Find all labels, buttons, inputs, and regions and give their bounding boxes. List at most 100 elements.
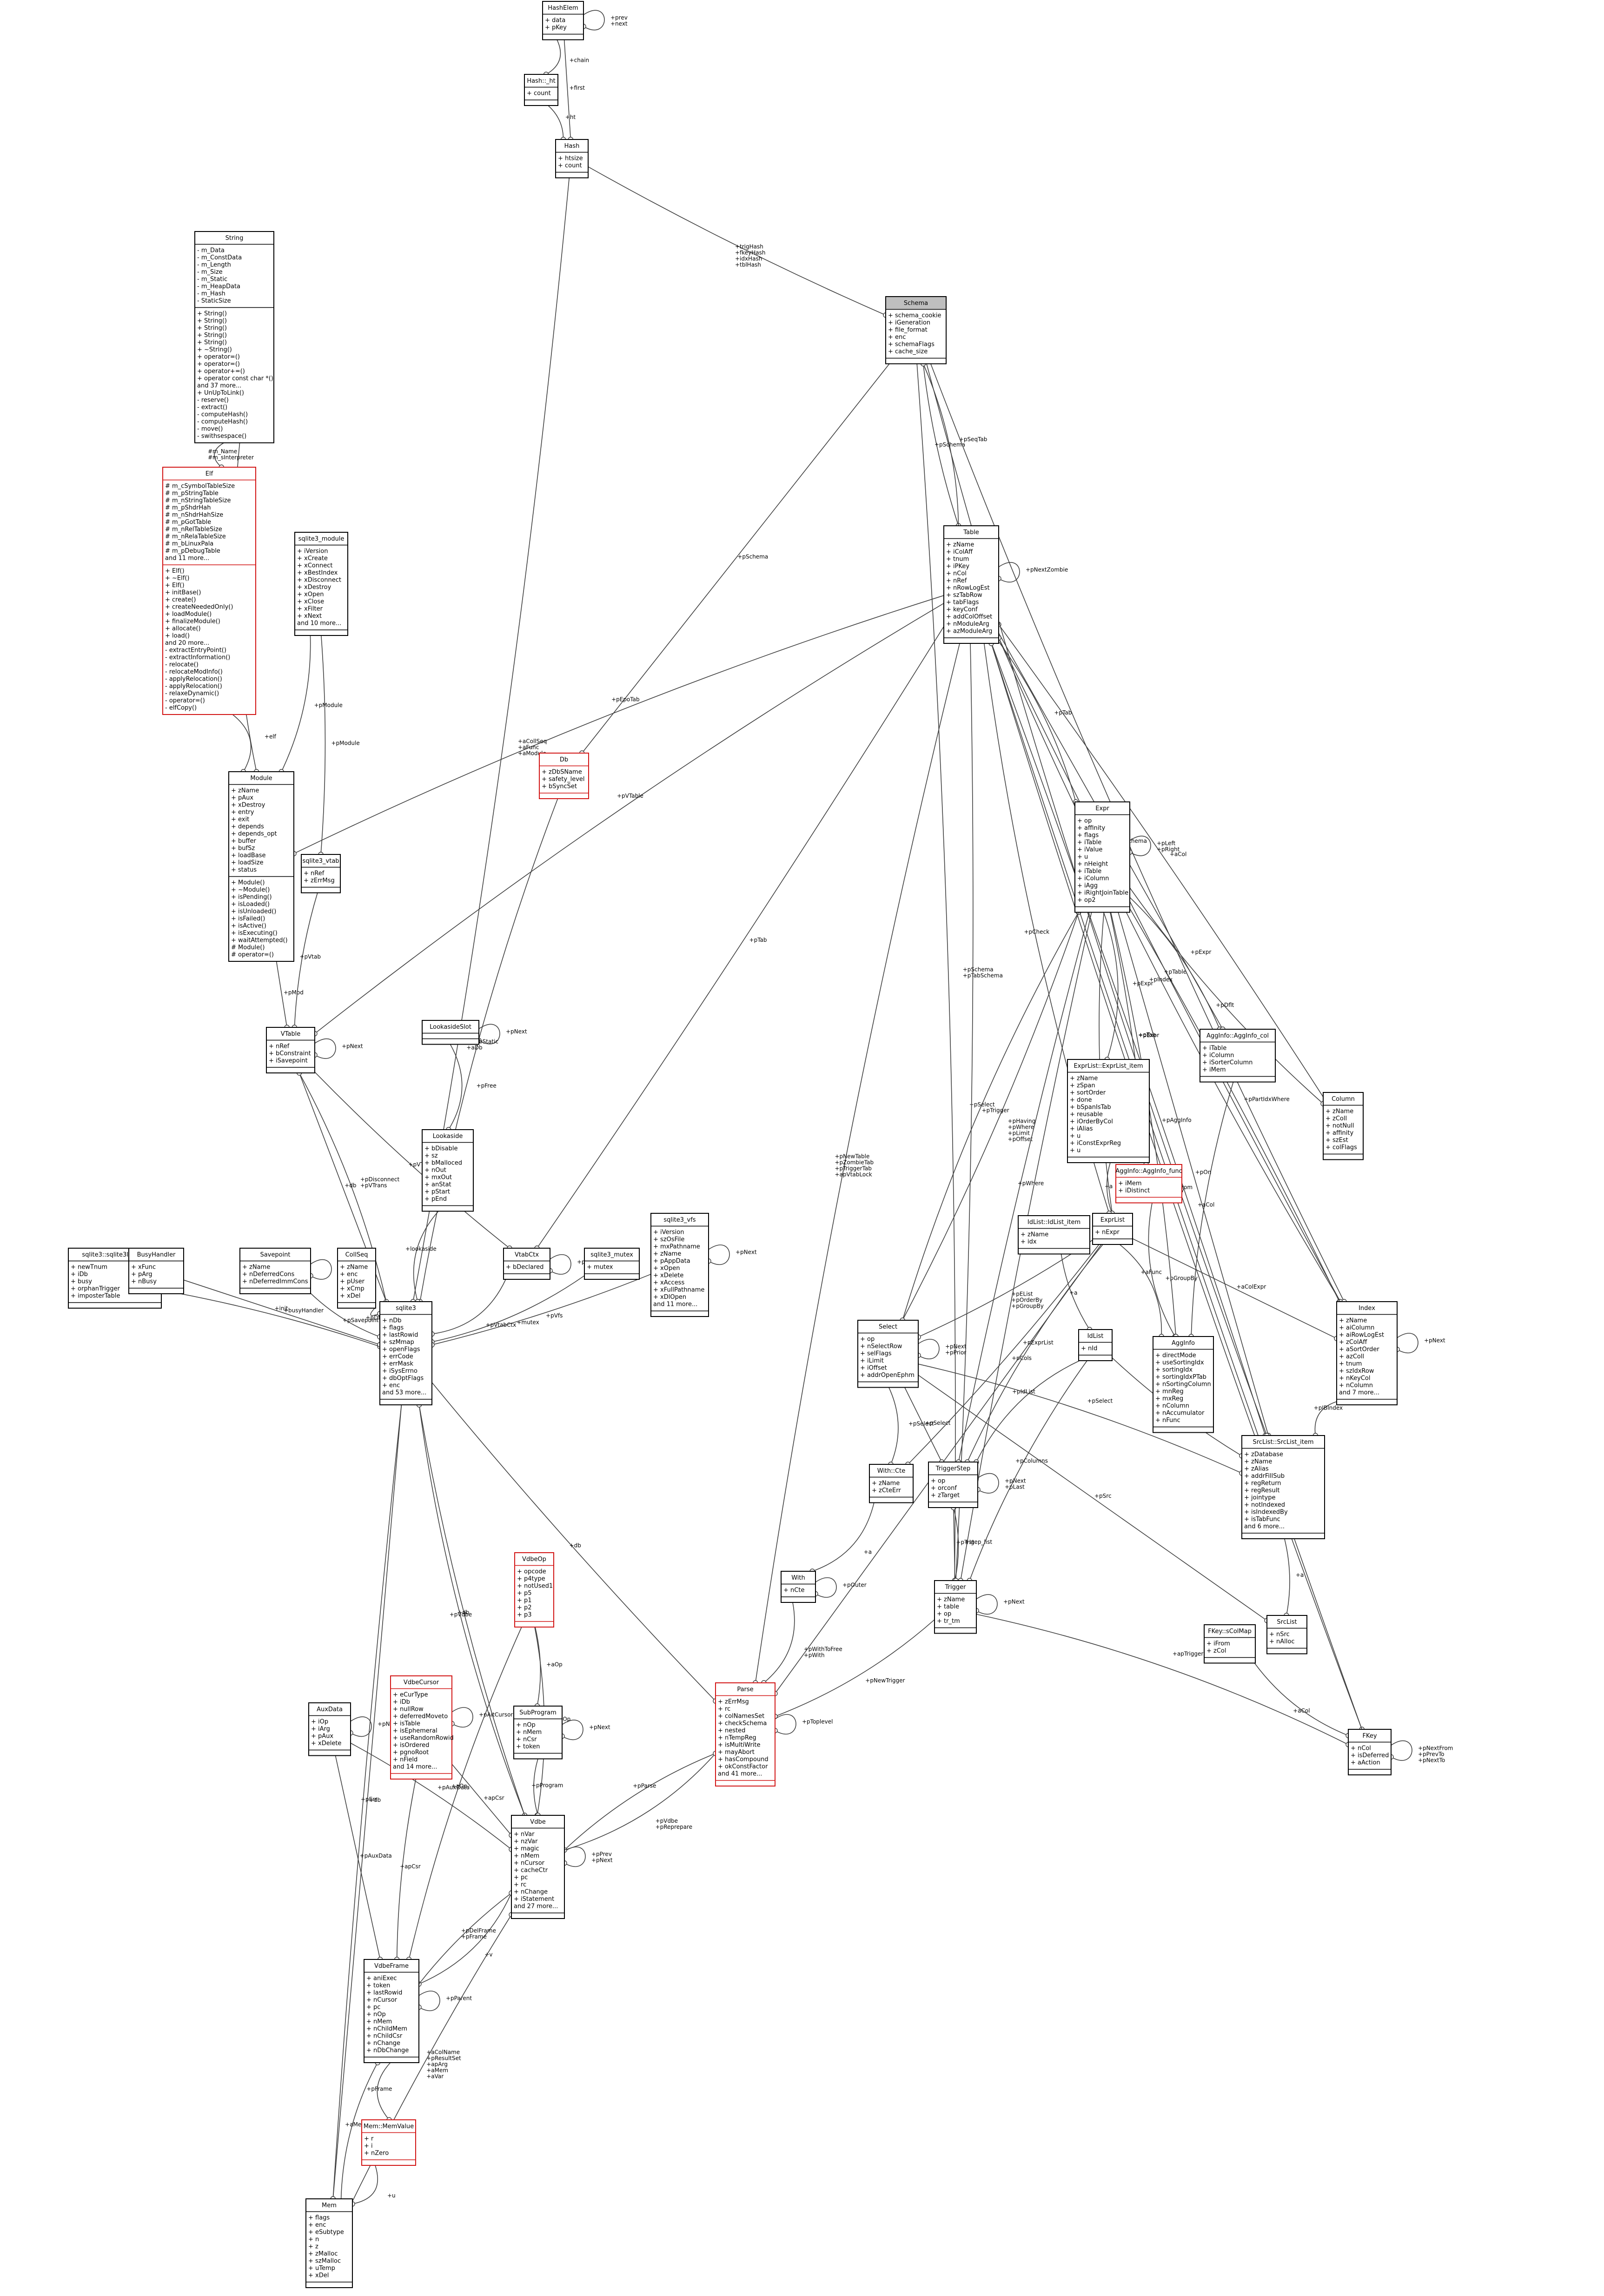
class-attribute: + xFilter	[297, 606, 323, 613]
class-attribute: + pc	[366, 2004, 380, 2011]
class-node-sqlite3-mutex[interactable]: sqlite3_mutex+ mutex	[584, 1248, 640, 1280]
class-attribute: + xFunc	[131, 1264, 156, 1271]
class-node-index[interactable]: Index+ zName+ aiColumn+ aiRowLogEst+ zCo…	[1336, 1301, 1398, 1405]
class-node-srclist-item[interactable]: SrcList::SrcList_item+ zDatabase+ zName+…	[1241, 1435, 1325, 1539]
class-method: - computeHash()	[197, 418, 248, 425]
class-attribute: and 11 more...	[653, 1301, 697, 1308]
class-attribute: + notIndexed	[1244, 1502, 1285, 1509]
class-node-trigger[interactable]: Trigger+ zName+ table+ op+ tr_tm	[934, 1580, 977, 1634]
class-node-sqlite3-module[interactable]: sqlite3_module+ iVersion+ xCreate+ xConn…	[294, 532, 348, 636]
edge-label: #m_sInterpreter	[208, 454, 254, 461]
edge-label: +pWith	[804, 1652, 825, 1659]
edge-label: +pOuter	[842, 1581, 867, 1588]
class-node-elf[interactable]: Elf# m_cSymbolTableSize# m_pStringTable#…	[162, 467, 256, 715]
class-node-hashelem[interactable]: HashElem+ data+ pKey	[542, 1, 584, 40]
class-node-fkey[interactable]: FKey+ nCol+ isDeferred+ aAction	[1348, 1729, 1392, 1775]
class-node-hash-ht[interactable]: Hash::_ht+ count	[524, 74, 558, 106]
class-attribute: + iTable	[1202, 1045, 1226, 1052]
class-node-idlist-item[interactable]: IdList::IdList_item+ zName+ idx	[1018, 1215, 1090, 1255]
class-attribute: + table	[937, 1603, 959, 1610]
class-node-vdbeop[interactable]: VdbeOp+ opcode+ p4type+ notUsed1+ p5+ p1…	[514, 1552, 554, 1628]
edge-label: +pLimit	[1008, 1130, 1030, 1137]
class-node-vdbe[interactable]: Vdbe+ nVar+ nzVar+ magic+ nMem+ nCursor+…	[511, 1815, 565, 1919]
class-attribute: + busy	[71, 1278, 92, 1285]
class-node-sqlite3-vfs[interactable]: sqlite3_vfs+ iVersion+ szOsFile+ mxPathn…	[650, 1213, 709, 1317]
class-node-savepoint[interactable]: Savepoint+ zName+ nDeferredCons+ nDeferr…	[239, 1248, 311, 1294]
class-node-vtable[interactable]: VTable+ nRef+ bConstraint+ iSavepoint	[266, 1027, 315, 1073]
edge-label: +aCol	[1170, 851, 1186, 857]
class-attribute: + orconf	[931, 1485, 957, 1492]
class-attribute: + nzVar	[514, 1838, 538, 1845]
class-attribute: + openFlags	[382, 1346, 420, 1353]
class-node-srclist[interactable]: SrcList+ nSrc+ nAlloc	[1266, 1615, 1307, 1654]
class-node-exprlist[interactable]: ExprList+ nExpr	[1092, 1213, 1133, 1245]
class-attribute: + iStatement	[514, 1896, 554, 1903]
class-node-agginfo-col[interactable]: AggInfo::AggInfo_col+ iTable+ iColumn+ i…	[1200, 1029, 1276, 1083]
class-attribute: + iMem	[1202, 1066, 1226, 1073]
class-node-vtabctx[interactable]: VtabCtx+ bDeclared	[503, 1248, 550, 1280]
class-attribute: + nested	[718, 1727, 745, 1734]
class-attribute: + exit	[231, 816, 249, 823]
edge-label: +pTable	[1164, 968, 1186, 975]
edge-label: +idxHash	[735, 255, 762, 262]
class-node-vdbecursor[interactable]: VdbeCursor+ eCurType+ iDb+ nullRow+ defe…	[390, 1675, 454, 1780]
collaboration-edge: +pTrig	[951, 1505, 974, 1581]
class-method: + create()	[165, 596, 196, 603]
class-attribute: + safety_level	[542, 776, 585, 783]
class-node-auxdata[interactable]: AuxData+ iOp+ iArg+ pAux+ xDelete	[308, 1702, 351, 1756]
class-node-memvalue[interactable]: Mem::MemValue+ r+ i+ nZero	[361, 2119, 416, 2166]
collaboration-edge: +pNext+pLast	[975, 1473, 1026, 1494]
class-node-lookaside[interactable]: Lookaside+ bDisable+ sz+ bMalloced+ nOut…	[422, 1129, 474, 1212]
class-attribute: + xCmp	[340, 1285, 365, 1292]
class-node-with[interactable]: With+ nCte	[781, 1571, 816, 1603]
edge-label: +elf	[265, 733, 277, 740]
class-method: + Module()	[231, 880, 265, 887]
class-attribute: + aiColumn	[1339, 1324, 1374, 1331]
class-attribute: + enc	[308, 2222, 326, 2229]
class-attribute: + eSubtype	[308, 2229, 344, 2236]
class-method: - relocate()	[165, 662, 199, 668]
class-node-collseq[interactable]: CollSeq+ zName+ enc+ pUser+ xCmp+ xDel	[337, 1248, 376, 1309]
class-node-db[interactable]: Db+ zDbSName+ safety_level+ bSyncSet	[539, 753, 589, 799]
class-node-sqlite3-vtab[interactable]: sqlite3_vtab+ nRef+ zErrMsg	[301, 854, 341, 893]
class-node-sqlite3[interactable]: sqlite3+ nDb+ flags+ lastRowid+ szMmap+ …	[379, 1301, 432, 1405]
class-node-column[interactable]: Column+ zName+ zColl+ notNull+ affinity+…	[1323, 1092, 1364, 1160]
class-attribute: + iConstExprReg	[1070, 1140, 1121, 1147]
class-node-expr[interactable]: Expr+ op+ affinity+ flags+ iTable+ iValu…	[1074, 801, 1130, 913]
class-attribute: - m_ConstData	[197, 254, 242, 261]
class-node-idlist[interactable]: IdList+ nId	[1078, 1329, 1113, 1361]
class-attribute: + nChildCsr	[366, 2033, 403, 2040]
class-node-triggerstep[interactable]: TriggerStep+ op+ orconf+ zTarget	[928, 1462, 978, 1508]
class-node-vdbeframe[interactable]: VdbeFrame+ aniExec+ token+ lastRowid+ nC…	[364, 1959, 419, 2063]
class-method: and 20 more...	[165, 640, 209, 647]
class-node-hash[interactable]: Hash+ htsize+ count	[555, 139, 589, 179]
class-attribute: + p3	[517, 1612, 532, 1619]
class-node-select[interactable]: Select+ op+ nSelectRow+ selFlags+ iLimit…	[857, 1320, 919, 1388]
class-node-schema[interactable]: Schema+ schema_cookie+ iGeneration+ file…	[885, 296, 947, 364]
class-node-string[interactable]: String- m_Data- m_ConstData- m_Length- m…	[194, 231, 274, 443]
class-attribute: + pKey	[545, 24, 567, 31]
edge-label: +db	[345, 1182, 356, 1189]
class-node-table[interactable]: Table+ zName+ iColAff+ tnum+ iPKey+ nCol…	[943, 525, 999, 644]
class-node-with-cte[interactable]: With::Cte+ zName+ zCteErr	[869, 1464, 914, 1503]
class-attribute: + nBusy	[131, 1278, 157, 1285]
class-node-module[interactable]: Module+ zName+ pAux+ xDestroy+ entry+ ex…	[228, 771, 294, 962]
class-attribute: + nField	[393, 1756, 418, 1763]
class-attribute: + aSortOrder	[1339, 1346, 1379, 1353]
class-node-exprlist-item[interactable]: ExprList::ExprList_item+ zName+ zSpan+ s…	[1067, 1059, 1150, 1163]
edge-label: +init	[274, 1305, 288, 1311]
class-node-mem[interactable]: Mem+ flags+ enc+ eSubtype+ n+ z+ zMalloc…	[305, 2198, 353, 2288]
class-attribute: + isOrdered	[393, 1742, 429, 1749]
class-node-fkey-scolmap[interactable]: FKey::sColMap+ iFrom+ zCol	[1204, 1624, 1256, 1664]
class-node-busyhandler[interactable]: BusyHandler+ xFunc+ pArg+ nBusy	[128, 1248, 184, 1294]
class-node-parse[interactable]: Parse+ zErrMsg+ rc+ colNamesSet+ checkSc…	[715, 1682, 775, 1787]
class-attribute: # m_pGotTable	[165, 519, 211, 526]
class-node-lookasideslot[interactable]: LookasideSlot	[422, 1020, 479, 1045]
class-node-subprogram[interactable]: SubProgram+ nOp+ nMem+ nCsr+ token	[513, 1706, 563, 1760]
edge-label: +pNewTable	[835, 1153, 869, 1160]
class-node-agginfo[interactable]: AggInfo+ directMode+ useSortingIdx+ sort…	[1153, 1336, 1214, 1433]
class-title: Expr	[1095, 805, 1109, 812]
class-node-agginfo-func[interactable]: AggInfo::AggInfo_func+ iMem+ iDistinct	[1115, 1164, 1182, 1204]
class-attribute: - m_HeapData	[197, 283, 240, 290]
class-attribute: + addrFillSub	[1244, 1473, 1285, 1480]
